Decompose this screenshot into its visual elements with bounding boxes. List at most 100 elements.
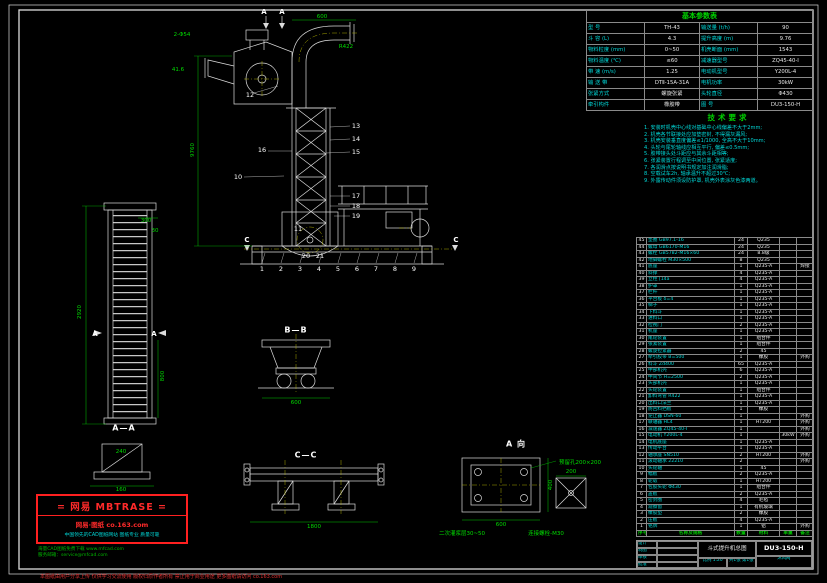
title-block-signature-cell	[657, 541, 699, 548]
tech-note: 8. 空载试车2h, 轴承温升不超过30℃;	[644, 171, 731, 178]
label-A 向: A 向	[506, 439, 526, 449]
label-C: C	[453, 236, 459, 244]
label-C: C	[244, 236, 250, 244]
dimension-R422: R422	[338, 44, 354, 50]
label-B—B: B—B	[284, 325, 308, 335]
dimension-2920: 2920	[77, 305, 83, 319]
balloon-1: 1	[259, 265, 265, 273]
dimension-200: 200	[565, 469, 577, 475]
parameter-table-title: 基本参数表	[586, 10, 813, 22]
dimension-800: 800	[160, 370, 166, 382]
balloon-8: 8	[392, 265, 398, 273]
tech-note: 2. 机壳各节联接处应加垫密封, 不得漏灰漏风;	[644, 131, 748, 138]
sheet-frame	[8, 4, 819, 575]
tech-note: 9. 外露传动件须设防护罩, 机壳外表涂灰色漆两道。	[644, 177, 761, 184]
label-A: A	[151, 330, 157, 338]
balloon-17: 17	[351, 192, 361, 200]
balloon-21: 21	[315, 252, 325, 260]
dimension-41.6: 41.6	[171, 67, 185, 73]
title-block-signature-cell	[657, 554, 699, 562]
technical-notes: 技术要求 1. 安装时机壳中心线对基础中心线偏差不大于2mm;2. 机壳各节联接…	[644, 112, 813, 184]
dimension-连接螺栓-M30: 连接螺栓-M30	[528, 531, 564, 537]
label-C—C: C—C	[294, 450, 318, 460]
balloon-20: 20	[301, 252, 311, 260]
watermark-title: = 网易 MBTRASE =	[38, 496, 186, 516]
dimension-9760: 9760	[190, 143, 196, 157]
bom-header-row: 序号名称及规格数量材料单重备注	[636, 529, 813, 537]
title-block: 设计制图审核批准 斗式提升机总图 比例 1:20 共1张 第1张 DU3-150…	[636, 540, 813, 569]
dimension-160: 160	[115, 487, 127, 493]
balloon-16: 16	[257, 146, 267, 154]
tech-note: 3. 机壳安装垂直度偏差≤1/1000, 全高不大于10mm;	[644, 138, 766, 145]
watermark-sub-line2: 服务邮箱：service@mfcad.com	[38, 552, 108, 558]
dimension-240: 240	[115, 449, 127, 455]
dimension-1800: 1800	[307, 524, 321, 530]
drawing-number: DU3-150-H	[755, 541, 812, 557]
balloon-2: 2	[278, 265, 284, 273]
balloon-10: 10	[233, 173, 243, 181]
watermark-subtext: 海量CAD图纸免费下载 www.mfcad.com 服务邮箱：service@m…	[38, 547, 298, 559]
dimension-400: 400	[548, 479, 554, 491]
label-A: A	[92, 330, 98, 338]
balloon-3: 3	[297, 265, 303, 273]
watermark-footer: 本图纸由用户分享上传 仅供学习交流使用 版权归原作者所有 禁止用于商业用途 更多…	[40, 574, 283, 580]
tech-note: 7. 各润滑点按说明书规定加注润滑脂;	[644, 164, 729, 171]
balloon-15: 15	[351, 148, 361, 156]
balloon-6: 6	[354, 265, 360, 273]
anchor-bolt-detail	[555, 475, 587, 509]
view-a-direction	[461, 457, 557, 521]
title-block-label: 审核	[637, 554, 657, 562]
dimension-600: 600	[290, 400, 302, 406]
leg-detail-view	[90, 443, 154, 487]
dimension-2-Φ54: 2-Φ54	[173, 32, 191, 38]
balloon-14: 14	[351, 135, 361, 143]
watermark-box: = 网易 MBTRASE = 网易·图纸 co.163.com 中国领先的CAD…	[36, 494, 188, 544]
technical-notes-title: 技术要求	[707, 113, 750, 122]
dimension-600: 600	[316, 14, 328, 20]
section-cc-view	[243, 460, 385, 523]
balloon-19: 19	[351, 212, 361, 220]
title-block-signatures: 设计制图审核批准	[637, 541, 699, 569]
watermark-site: 网易·图纸 co.163.com	[75, 521, 149, 529]
title-block-signature-cell	[657, 561, 699, 569]
dimension-600: 600	[495, 522, 507, 528]
title-block-signature-cell	[657, 547, 699, 555]
section-aa-view	[82, 202, 166, 425]
balloon-7: 7	[373, 265, 379, 273]
dimension-预留孔200×200: 预留孔200×200	[558, 460, 602, 466]
balloon-4: 4	[316, 265, 322, 273]
drawing-title: 斗式提升机总图	[698, 541, 756, 558]
watermark-sub-line1: 海量CAD图纸免费下载 www.mfcad.com	[38, 547, 125, 552]
drawing-sheets: 共1张 第1张	[726, 557, 756, 568]
balloon-9: 9	[411, 265, 417, 273]
balloon-13: 13	[351, 122, 361, 130]
balloon-11: 11	[293, 225, 303, 233]
label-A: A	[279, 8, 285, 16]
technical-notes-list: 1. 安装时机壳中心线对基础中心线偏差不大于2mm;2. 机壳各节联接处应加垫密…	[644, 125, 813, 184]
tech-note: 4. 头轮与尾轮轴线应相互平行, 偏差≤0.5mm;	[644, 144, 750, 151]
label-A: A	[261, 8, 267, 16]
balloon-5: 5	[335, 265, 341, 273]
title-block-label: 制图	[637, 547, 657, 555]
tech-note: 5. 胶带接头处斗距应与其余斗距相等;	[644, 151, 729, 158]
